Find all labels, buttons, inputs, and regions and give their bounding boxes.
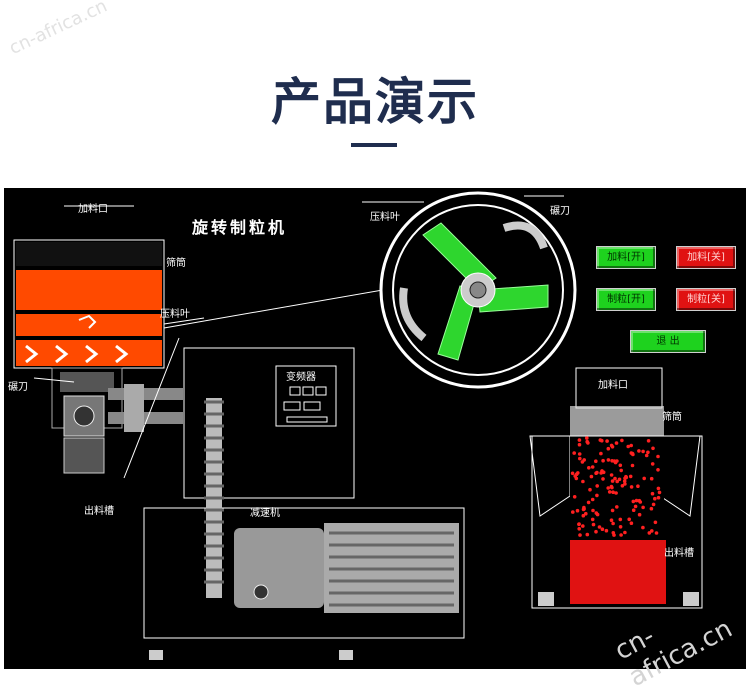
machine-frame [143,347,465,660]
label-right-screen: 筛筒 [662,412,682,423]
label-right-feed-inlet: 加料口 [598,380,628,391]
label-screen-cylinder: 筛筒 [166,258,186,269]
label-detail-press-blade: 压料叶 [370,212,400,223]
watermark: cn-africa.cn [6,0,111,60]
rotor-detail [362,191,577,389]
feed-hopper [13,205,165,369]
label-roller-knife: 碾刀 [8,382,28,393]
granulate-off-button[interactable]: 制粒[关] [676,288,736,311]
label-detail-roller-knife: 碾刀 [550,206,570,217]
drive-gear [204,398,224,598]
particles [570,436,662,537]
label-discharge-chute: 出料槽 [84,506,114,517]
title-underline [351,143,397,147]
right-granulator [529,367,703,609]
gear-assembly [51,367,183,474]
label-inverter: 变频器 [286,372,316,383]
label-right-discharge: 出料槽 [664,548,694,559]
page-title: 产品演示 [271,73,479,131]
motor [234,523,459,613]
feed-off-button[interactable]: 加料[关] [676,246,736,269]
label-reducer: 减速机 [250,508,280,519]
exit-button[interactable]: 退 出 [630,330,706,353]
feed-on-button[interactable]: 加料[开] [596,246,656,269]
hmi-screen: 旋转制粒机 加料口 筛筒 压料叶 碾刀 出料槽 变频器 减速机 压料叶 碾刀 加… [4,188,746,669]
machine-diagram [13,191,703,660]
label-press-blade: 压料叶 [160,309,190,320]
granulate-on-button[interactable]: 制粒[开] [596,288,656,311]
pointer-lines [33,287,395,479]
diagram-title: 旋转制粒机 [192,218,288,237]
label-feed-inlet: 加料口 [78,204,108,215]
